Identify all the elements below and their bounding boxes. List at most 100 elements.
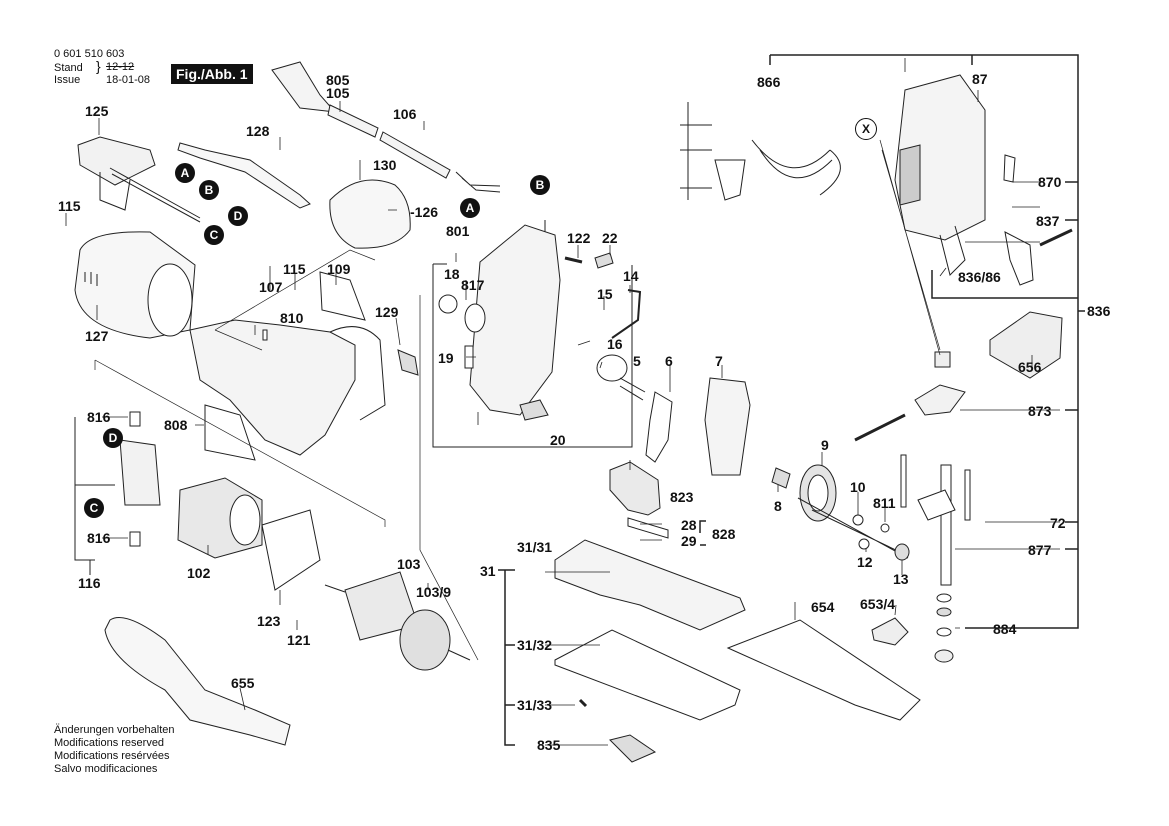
part-label-29: 29 [681, 533, 697, 549]
part-label-102: 102 [187, 565, 211, 581]
part-label-656: 656 [1018, 359, 1042, 375]
brace: } [96, 58, 101, 74]
axis-lines [94, 139, 941, 661]
connector-marker-x: X [855, 118, 877, 140]
part-label-125: 125 [85, 103, 109, 119]
connector-marker-d: D [228, 206, 248, 226]
assembly-brackets [498, 54, 1085, 746]
part-label-7: 7 [715, 353, 723, 369]
part-label-18: 18 [444, 266, 460, 282]
part-label-16: 16 [607, 336, 623, 352]
part-label-128: 128 [246, 123, 270, 139]
part-label-127: 127 [85, 328, 109, 344]
part-label-884: 884 [993, 621, 1017, 637]
part-label-5: 5 [633, 353, 641, 369]
washer-12 [858, 538, 870, 550]
part-label-836-86: 836/86 [958, 269, 1001, 285]
lever-14 [611, 289, 642, 339]
part-label-12: 12 [857, 554, 873, 570]
fan-guide-part [261, 509, 321, 591]
part-label-808: 808 [164, 417, 188, 433]
note-es: Salvo modificaciones [54, 763, 158, 775]
part-label-72: 72 [1050, 515, 1066, 531]
label-plate-808 [204, 404, 256, 461]
part-label-130: 130 [373, 157, 397, 173]
switch-part [77, 136, 201, 223]
part-label-810: 810 [280, 310, 304, 326]
chip-guard-866 [680, 102, 841, 201]
screw-122 [564, 256, 583, 264]
roller-13 [894, 543, 910, 561]
part-label-10: 10 [850, 479, 866, 495]
cap-part [329, 179, 411, 249]
circlip-811 [880, 523, 890, 533]
part-label-9: 9 [821, 437, 829, 453]
part-label-109: 109 [327, 261, 351, 277]
connector-marker-c: C [204, 225, 224, 245]
part-label-31-31: 31/31 [517, 539, 553, 555]
part-label-122: 122 [567, 230, 591, 246]
stator-part [177, 477, 263, 559]
part-label-123: 123 [257, 613, 281, 629]
motor-housing-part [189, 319, 386, 456]
part-label-126: -126 [410, 204, 439, 220]
part-label-653-4: 653/4 [860, 596, 896, 612]
part-label-103-9: 103/9 [416, 584, 452, 600]
cover-656 [989, 311, 1063, 379]
part-label-805: 805 [326, 72, 350, 88]
part-label-28: 28 [681, 517, 697, 533]
splinter-guard-654 [726, 619, 921, 721]
part-number: 0 601 510 603 [54, 48, 125, 60]
part-label-105: 105 [326, 85, 350, 101]
part-870 [1003, 154, 1016, 183]
part-label-87: 87 [972, 71, 988, 87]
connector-marker-d: D [103, 428, 123, 448]
stand-value: 12-12 [106, 61, 135, 73]
part-label-816b: 816 [87, 530, 111, 546]
part-837 [1004, 231, 1034, 286]
armature-part [324, 571, 471, 671]
part-label-13: 13 [893, 571, 909, 587]
part-label-816: 816 [87, 409, 111, 425]
part-label-31: 31 [480, 563, 496, 579]
part-label-20: 20 [550, 432, 566, 448]
note-de: Änderungen vorbehalten [54, 724, 175, 736]
plate-6 [645, 391, 673, 463]
leader-lines [65, 58, 1060, 746]
housing-sleeve-part [74, 231, 196, 339]
connector-marker-a: A [460, 198, 480, 218]
part-label-823: 823 [670, 489, 694, 505]
part-label-835: 835 [537, 737, 561, 753]
part-label-121: 121 [287, 632, 311, 648]
part-label-877: 877 [1028, 542, 1052, 558]
part-label-107: 107 [259, 279, 283, 295]
figure-label: Fig./Abb. 1 [171, 64, 253, 84]
part-label-116: 116 [78, 575, 101, 591]
part-label-129: 129 [375, 304, 399, 320]
part-label-837: 837 [1036, 213, 1060, 229]
screw-31-33 [578, 698, 588, 708]
clamp-835 [609, 734, 657, 763]
part-label-8: 8 [774, 498, 782, 514]
connector-marker-a: A [175, 163, 195, 183]
part-label-811: 811 [873, 495, 896, 511]
connector-marker-b: B [530, 175, 550, 195]
issue-date: 18-01-08 [106, 74, 151, 86]
note-en: Modifications reserved [54, 737, 165, 749]
part-label-31-32: 31/32 [517, 637, 553, 653]
base-plate-31-32 [554, 629, 741, 721]
gear-9 [771, 464, 837, 522]
seal-rings-884 [934, 593, 954, 663]
part-653-4 [871, 617, 909, 646]
part-label-654: 654 [811, 599, 835, 615]
note-fr: Modifications resérvées [54, 750, 170, 762]
stand-label: Stand [54, 62, 83, 74]
plate-129 [397, 349, 419, 376]
connector-marker-b: B [199, 180, 219, 200]
base-plate-part [554, 461, 746, 631]
brush-holder-part [74, 411, 161, 575]
part-label-870: 870 [1038, 174, 1062, 190]
part-label-655: 655 [231, 675, 255, 691]
washer-10 [852, 514, 864, 526]
